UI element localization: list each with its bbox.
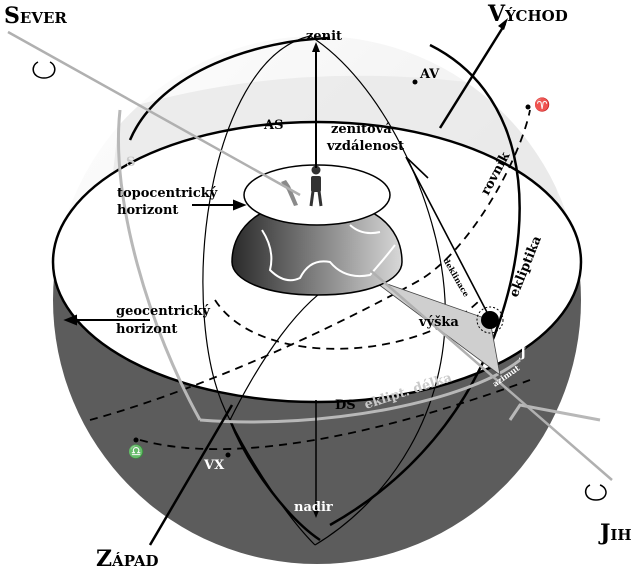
label-zenith: zenit: [306, 29, 342, 44]
label-east: Východ: [487, 1, 568, 27]
east-line: [438, 23, 507, 129]
label-topocentric-2: horizont: [117, 203, 178, 218]
label-vx: VX: [203, 458, 225, 473]
pointer-arrows: [63, 199, 247, 326]
label-geocentric-1: geocentrický: [116, 304, 210, 319]
ecliptic-path: [116, 109, 601, 424]
point-markers: [133, 79, 531, 458]
label-j: J: [519, 346, 526, 361]
label-west: Západ: [96, 546, 159, 572]
star-icon: [476, 306, 504, 334]
label-nadir: nadir: [294, 500, 333, 515]
aries-icon: ♈: [534, 97, 550, 113]
label-south: Jih: [598, 520, 632, 546]
label-zenith-distance-1: zenitová: [331, 122, 392, 137]
label-north: Sever: [4, 3, 67, 29]
rotation-arrows: [32, 61, 607, 501]
label-altitude: výška: [418, 315, 459, 330]
label-s: S: [126, 155, 135, 170]
label-zenith-distance-2: vzdálenost: [326, 139, 404, 154]
label-as: AS: [263, 118, 283, 133]
libra-icon: ♎: [128, 444, 144, 460]
label-av: AV: [419, 67, 440, 82]
label-topocentric-1: topocentrický: [117, 186, 218, 201]
west-line: [148, 404, 234, 546]
label-geocentric-2: horizont: [116, 322, 177, 337]
north-south-axis: [7, 30, 613, 481]
label-ds: DS: [335, 398, 356, 413]
